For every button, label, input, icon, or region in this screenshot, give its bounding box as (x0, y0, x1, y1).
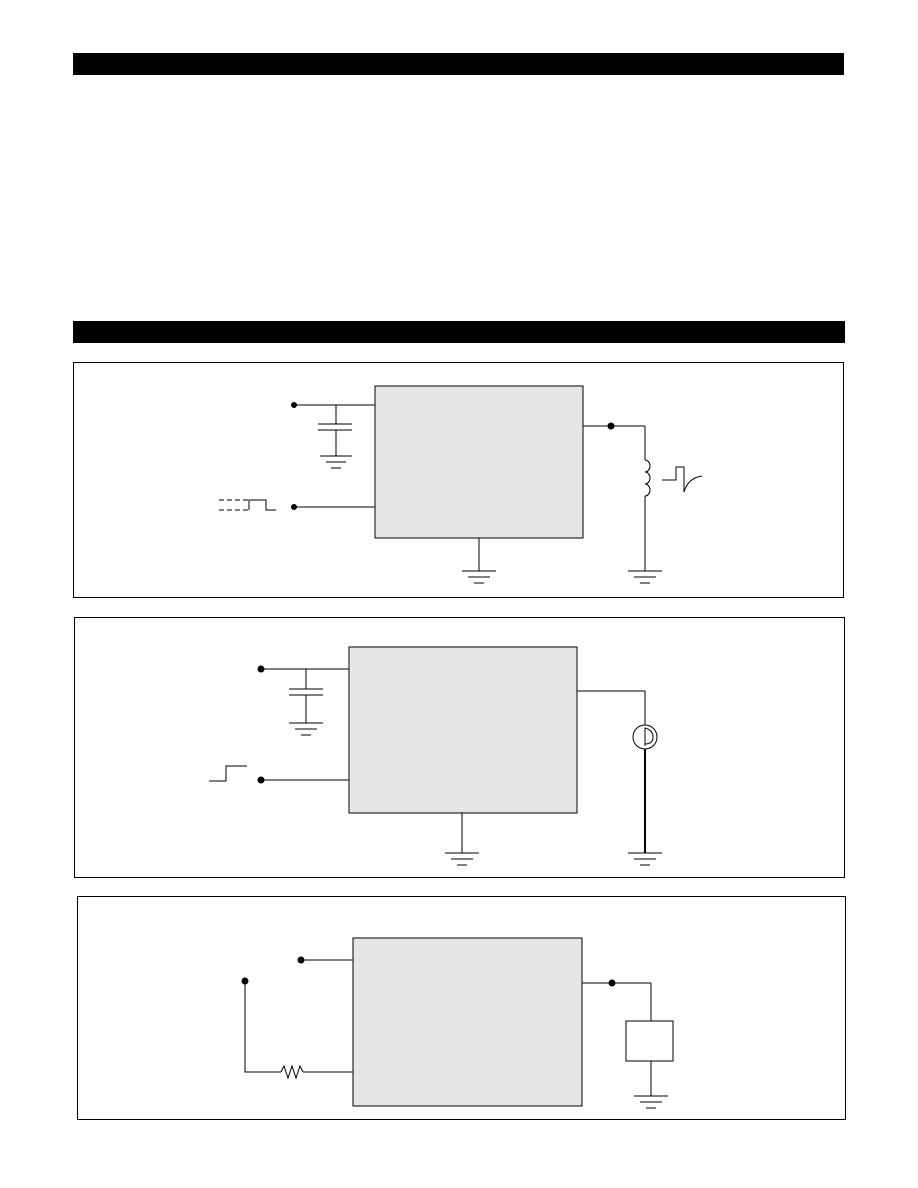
device-ground-icon (462, 570, 496, 584)
pulse-input-waveform-icon (219, 499, 276, 511)
device-block-2 (348, 646, 578, 814)
load-box-icon (625, 1020, 674, 1062)
output-node-icon (607, 422, 615, 430)
ground-icon (289, 722, 323, 736)
device-block-1 (374, 385, 584, 539)
bypass-capacitor-icon (318, 405, 352, 456)
section-header-bar (73, 321, 845, 343)
circuit-3 (241, 937, 674, 1109)
output-ground-icon (628, 570, 662, 584)
circuit-1 (219, 385, 703, 584)
lamp-ground-icon (628, 852, 662, 866)
flyback-waveform-icon (662, 466, 703, 493)
load-ground-icon (634, 1095, 668, 1109)
resistor-icon (280, 1064, 304, 1080)
bypass-capacitor-icon (289, 669, 323, 723)
device-block-3 (352, 937, 583, 1107)
top-header-bar (73, 53, 844, 75)
device-ground-icon (445, 852, 479, 866)
circuit-2 (209, 646, 662, 866)
lamp-icon (632, 724, 658, 750)
inductor-icon (644, 459, 651, 497)
step-input-waveform-icon (209, 765, 247, 782)
ground-icon (320, 455, 352, 469)
output-node-icon (608, 979, 616, 987)
